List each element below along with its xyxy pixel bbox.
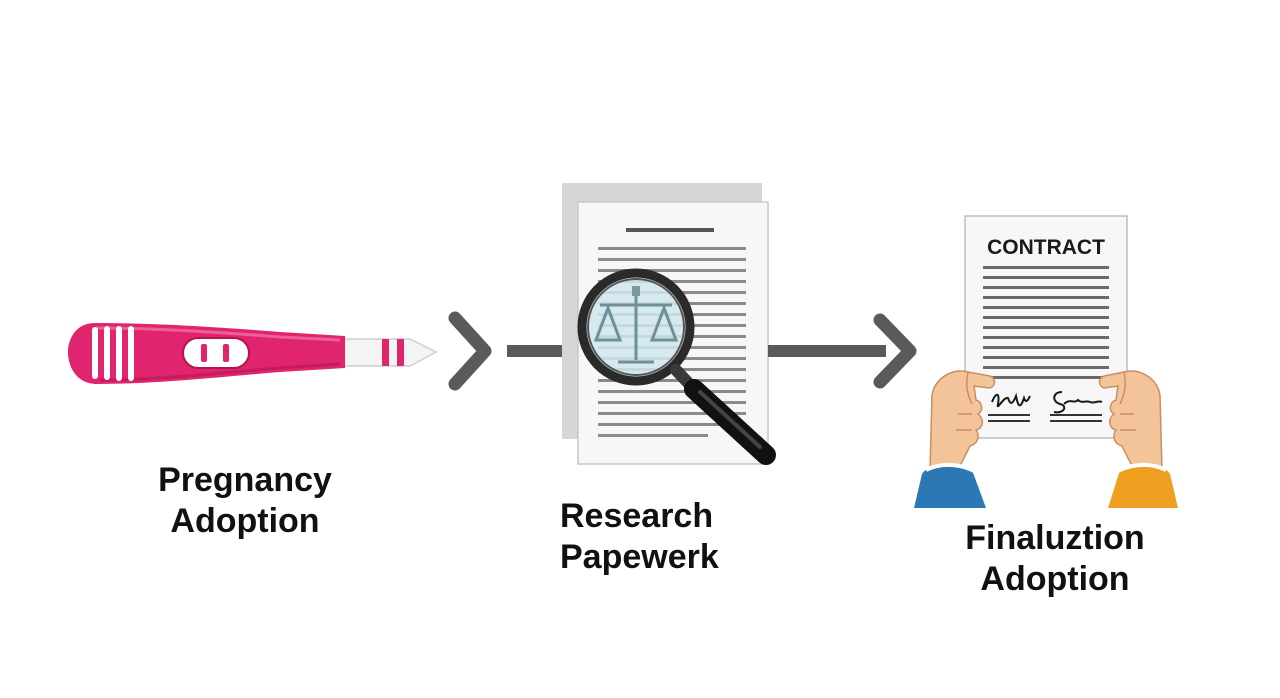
step-label-research-paperwork: Research Papewerk bbox=[560, 496, 770, 578]
step-label-pregnancy-adoption: Pregnancy Adoption bbox=[120, 460, 370, 542]
pregnancy-test-icon bbox=[68, 323, 438, 384]
step-label-line: Finaluztion bbox=[965, 519, 1145, 557]
signature-icon bbox=[1053, 391, 1103, 414]
step-label-line: Adoption bbox=[170, 502, 320, 540]
magnified-document-icon bbox=[562, 183, 776, 465]
step-label-line: Adoption bbox=[980, 560, 1130, 598]
contract-title: CONTRACT bbox=[987, 236, 1105, 259]
arrow-icon bbox=[768, 313, 917, 389]
step-label-line: Papewerk bbox=[560, 538, 719, 576]
step-label-finalization-adoption: Finaluztion Adoption bbox=[930, 518, 1180, 600]
step-label-line: Research bbox=[560, 497, 714, 535]
signature-icon bbox=[991, 392, 1031, 408]
signed-contract-icon: CONTRACT bbox=[914, 215, 1178, 508]
step-label-line: Pregnancy bbox=[158, 461, 332, 499]
arrow-icon bbox=[448, 311, 565, 391]
